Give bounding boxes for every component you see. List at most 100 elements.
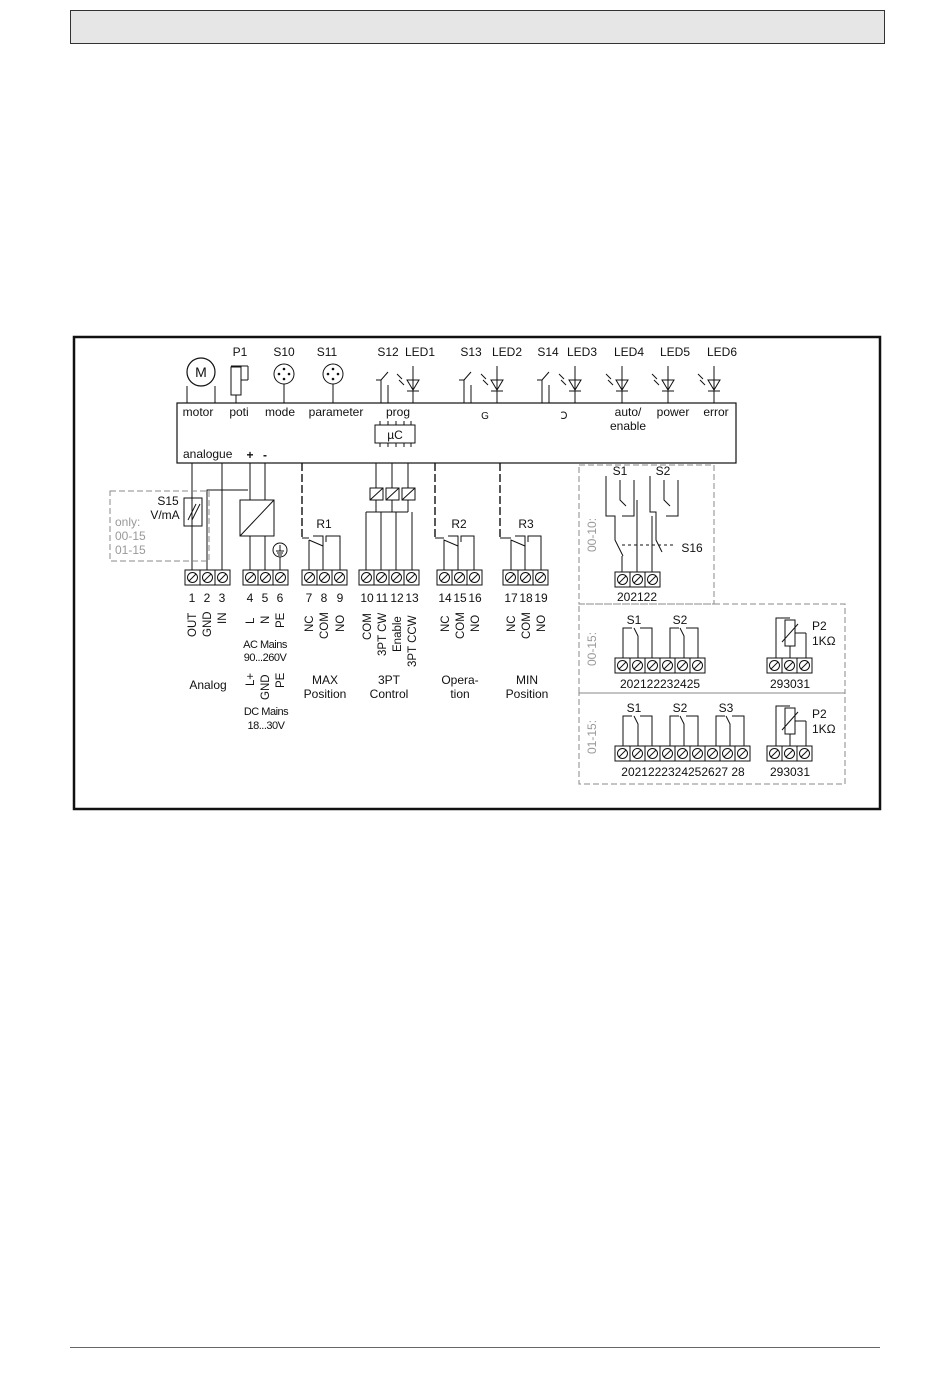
signal-ccw-label: 3PT CCW xyxy=(407,615,419,667)
3pt-label-2: Control xyxy=(370,687,409,701)
screw-icon xyxy=(454,572,465,583)
s13-label: S13 xyxy=(460,345,482,359)
poti-label: poti xyxy=(229,405,248,419)
max-label-2: Position xyxy=(304,687,347,701)
terminal-number: 19 xyxy=(534,591,548,605)
ac-range-label: 90...260V xyxy=(244,652,288,664)
signal-l-label: L xyxy=(245,617,257,624)
screw-slot xyxy=(521,573,530,582)
screw-slot xyxy=(335,573,344,582)
screw-slot xyxy=(800,661,809,670)
signal-no-label: NO xyxy=(536,615,548,632)
s15-note-only: only: xyxy=(115,515,140,529)
screw-slot xyxy=(708,749,717,758)
dc-range-label: 18...30V xyxy=(248,720,286,732)
motor-icon xyxy=(186,357,216,403)
screw-icon xyxy=(439,572,450,583)
screw-slot xyxy=(618,575,627,584)
footer-rule xyxy=(70,1347,880,1348)
screw-icon xyxy=(737,748,748,759)
screw-icon xyxy=(617,574,628,585)
screw-icon xyxy=(722,748,733,759)
variant-0115-s3: S3 xyxy=(719,701,734,715)
screw-slot xyxy=(407,573,416,582)
header-bar xyxy=(70,10,885,44)
terminal-number: 11 xyxy=(376,591,389,605)
screw-slot xyxy=(218,573,227,582)
screw-terminal xyxy=(214,569,231,586)
variant-0115-p2-numbers: 293031 xyxy=(770,765,810,779)
screw-slot xyxy=(536,573,545,582)
analogue-label: analogue xyxy=(183,447,233,461)
screw-slot xyxy=(618,661,627,670)
s10-label: S10 xyxy=(273,345,295,359)
screw-slot xyxy=(663,749,672,758)
signal-no-label: NO xyxy=(335,615,347,632)
variant-0015-box xyxy=(578,603,846,694)
signal-com-label: COM xyxy=(455,612,467,639)
screw-icon xyxy=(632,748,643,759)
screw-slot xyxy=(261,573,270,582)
controller-board xyxy=(176,402,737,464)
signal-com-label: COM xyxy=(521,612,533,639)
screw-terminal xyxy=(272,569,289,586)
motor-label: motor xyxy=(183,405,214,419)
s15-note-0115: 01-15 xyxy=(115,543,146,557)
screw-slot xyxy=(633,575,642,584)
s15-option-box xyxy=(109,490,210,562)
screw-slot xyxy=(770,661,779,670)
terminal-number: 16 xyxy=(468,591,482,605)
relay-r3-label: R3 xyxy=(518,517,534,531)
signal-nc-label: NC xyxy=(506,615,518,632)
screw-slot xyxy=(203,573,212,582)
push-button-s13-icon xyxy=(459,371,472,403)
variant-0115-p2-value: 1KΩ xyxy=(812,722,836,736)
screw-icon xyxy=(275,572,286,583)
push-button-s14-icon xyxy=(537,371,550,403)
screw-icon xyxy=(662,660,673,671)
mode-label: mode xyxy=(265,405,295,419)
screw-slot xyxy=(455,573,464,582)
led6-label: LED6 xyxy=(707,345,737,359)
screw-slot xyxy=(276,573,285,582)
terminal-number: 18 xyxy=(519,591,533,605)
screw-slot xyxy=(785,661,794,670)
screw-terminal xyxy=(532,569,549,586)
screw-icon xyxy=(632,574,643,585)
screw-icon xyxy=(505,572,516,583)
screw-icon xyxy=(632,660,643,671)
terminal-blocks xyxy=(184,569,813,762)
screw-slot xyxy=(678,749,687,758)
operation-label-1: Opera- xyxy=(441,673,478,687)
screw-icon xyxy=(769,748,780,759)
min-label-2: Position xyxy=(506,687,549,701)
p1-label: P1 xyxy=(233,345,248,359)
screw-terminal xyxy=(403,569,420,586)
variant-0010-s2: S2 xyxy=(656,464,671,478)
rotary-switch-s10-icon xyxy=(273,363,295,403)
screw-terminal xyxy=(734,745,751,762)
signal-pe-dc-label: PE xyxy=(275,672,287,688)
motor-symbol: M xyxy=(195,364,207,380)
variant-0115-s2: S2 xyxy=(673,701,688,715)
signal-nc-label: NC xyxy=(304,615,316,632)
signal-gnd-label: GND xyxy=(202,611,214,637)
ac-mains-label: AC Mains xyxy=(243,639,288,651)
screw-icon xyxy=(361,572,372,583)
led1-icon xyxy=(396,366,420,403)
rotary-switch-s11-icon xyxy=(322,363,344,403)
parameter-label: parameter xyxy=(309,405,364,419)
terminal-number: 7 xyxy=(306,591,313,605)
operation-label-2: tion xyxy=(450,687,469,701)
screw-slot xyxy=(648,749,657,758)
screw-slot xyxy=(188,573,197,582)
signal-gnd-dc-label: GND xyxy=(260,674,272,700)
uc-label: µC xyxy=(387,428,403,442)
led1-label: LED1 xyxy=(405,345,435,359)
screw-icon xyxy=(391,572,402,583)
screw-icon xyxy=(692,748,703,759)
terminal-number: 13 xyxy=(405,591,419,605)
screw-icon xyxy=(799,748,810,759)
screw-icon xyxy=(535,572,546,583)
s15-label: S15 xyxy=(157,494,179,508)
